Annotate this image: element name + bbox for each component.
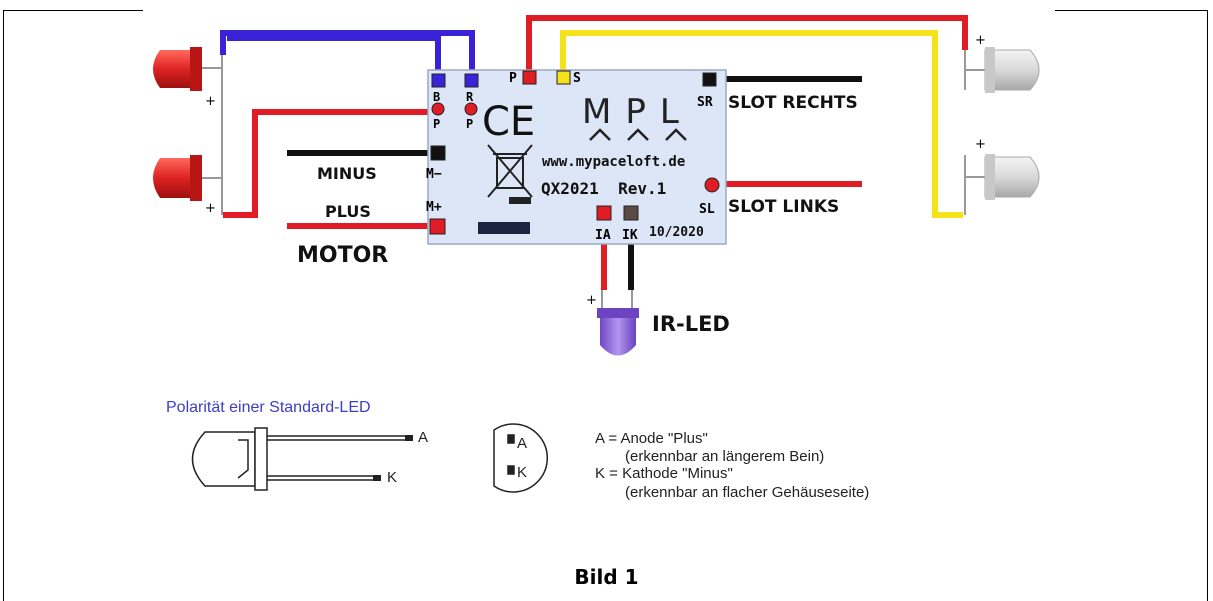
pad-label-b: B (433, 90, 440, 104)
pad-p1 (431, 102, 445, 116)
legend-pin-k: K (387, 469, 397, 486)
pad-r (464, 73, 479, 88)
board-date: 10/2020 (649, 225, 704, 240)
legend-top-view-a: A (517, 435, 527, 452)
pad-label-sl: SL (699, 202, 715, 217)
board-url: www.mypaceloft.de (542, 154, 685, 170)
pad-sl (704, 177, 720, 193)
white-led-top (964, 47, 1040, 93)
legend-anode-note: (erkennbar an längerem Bein) (625, 448, 824, 465)
pad-label-p2: P (466, 117, 473, 131)
ir-led (597, 290, 639, 356)
white-led-top-plus: + (975, 33, 986, 48)
legend-led-side-view (191, 427, 412, 491)
legend-leg-a-tip (405, 435, 413, 441)
white-led-bottom (964, 154, 1040, 215)
label-plus: PLUS (325, 202, 371, 221)
pad-b (431, 73, 446, 88)
pad-ik (623, 205, 639, 221)
pad-label-p3: P (509, 71, 517, 86)
page-border-right (1207, 10, 1208, 601)
legend-pin-a: A (418, 429, 428, 446)
pad-m-plus (429, 218, 446, 235)
wire-yellow (560, 30, 963, 218)
red-led-bottom-plus: + (205, 201, 216, 216)
pad-label-p1: P (433, 117, 440, 131)
label-slot-links: SLOT LINKS (728, 197, 839, 217)
mpl-logo-arc-3 (665, 128, 687, 141)
board-marking (478, 222, 530, 234)
mpl-logo-arc-2 (627, 128, 649, 141)
pad-p3 (522, 70, 537, 85)
header-rule-left (3, 10, 143, 11)
page-border-left (3, 10, 4, 601)
ce-mark: CE (482, 99, 535, 145)
mpl-logo: MPL (582, 92, 693, 132)
pad-label-s: S (573, 71, 581, 86)
legend-cathode-line: K = Kathode "Minus" (595, 465, 733, 482)
wire-ir-led (601, 240, 634, 290)
red-led-bottom (153, 150, 223, 215)
legend-leg-k-tip (373, 475, 381, 481)
legend-title: Polarität einer Standard-LED (166, 399, 371, 416)
decoder-board: B R P P P S SR SL M− M+ IA IK CE MPL www… (426, 69, 727, 245)
pad-label-m-plus: M+ (426, 200, 442, 215)
white-led-bottom-plus: + (975, 137, 986, 152)
legend-led-top-view (493, 423, 548, 493)
label-motor: MOTOR (297, 243, 388, 268)
wire-red-top (526, 15, 968, 76)
pad-sr (702, 72, 717, 87)
weee-bin-icon (487, 144, 533, 204)
label-slot-rechts: SLOT RECHTS (728, 93, 858, 113)
wire-blue (220, 30, 475, 74)
pad-label-r: R (466, 90, 474, 104)
label-minus: MINUS (317, 164, 377, 183)
figure-caption: Bild 1 (574, 565, 639, 589)
legend-cathode-note: (erkennbar an flacher Gehäuseseite) (625, 484, 869, 501)
pad-label-sr: SR (697, 95, 713, 110)
red-led-top (153, 47, 223, 150)
pad-m-minus (430, 145, 446, 161)
pad-label-m-minus: M− (426, 167, 442, 182)
mpl-logo-arcs (589, 128, 611, 141)
pad-s (556, 70, 571, 85)
pad-p2 (464, 102, 478, 116)
ir-led-plus: + (586, 293, 597, 308)
board-model: QX2021 Rev.1 (541, 179, 666, 198)
pad-label-ik: IK (622, 228, 638, 243)
wire-red-led-return (223, 109, 440, 218)
label-ir-led: IR-LED (652, 312, 730, 336)
pad-ia (596, 205, 612, 221)
red-led-top-plus: + (205, 94, 216, 109)
header-rule-right (1055, 10, 1208, 11)
pad-label-ia: IA (595, 228, 611, 243)
legend-top-view-k: K (517, 464, 527, 481)
legend-anode-line: A = Anode "Plus" (595, 430, 708, 447)
